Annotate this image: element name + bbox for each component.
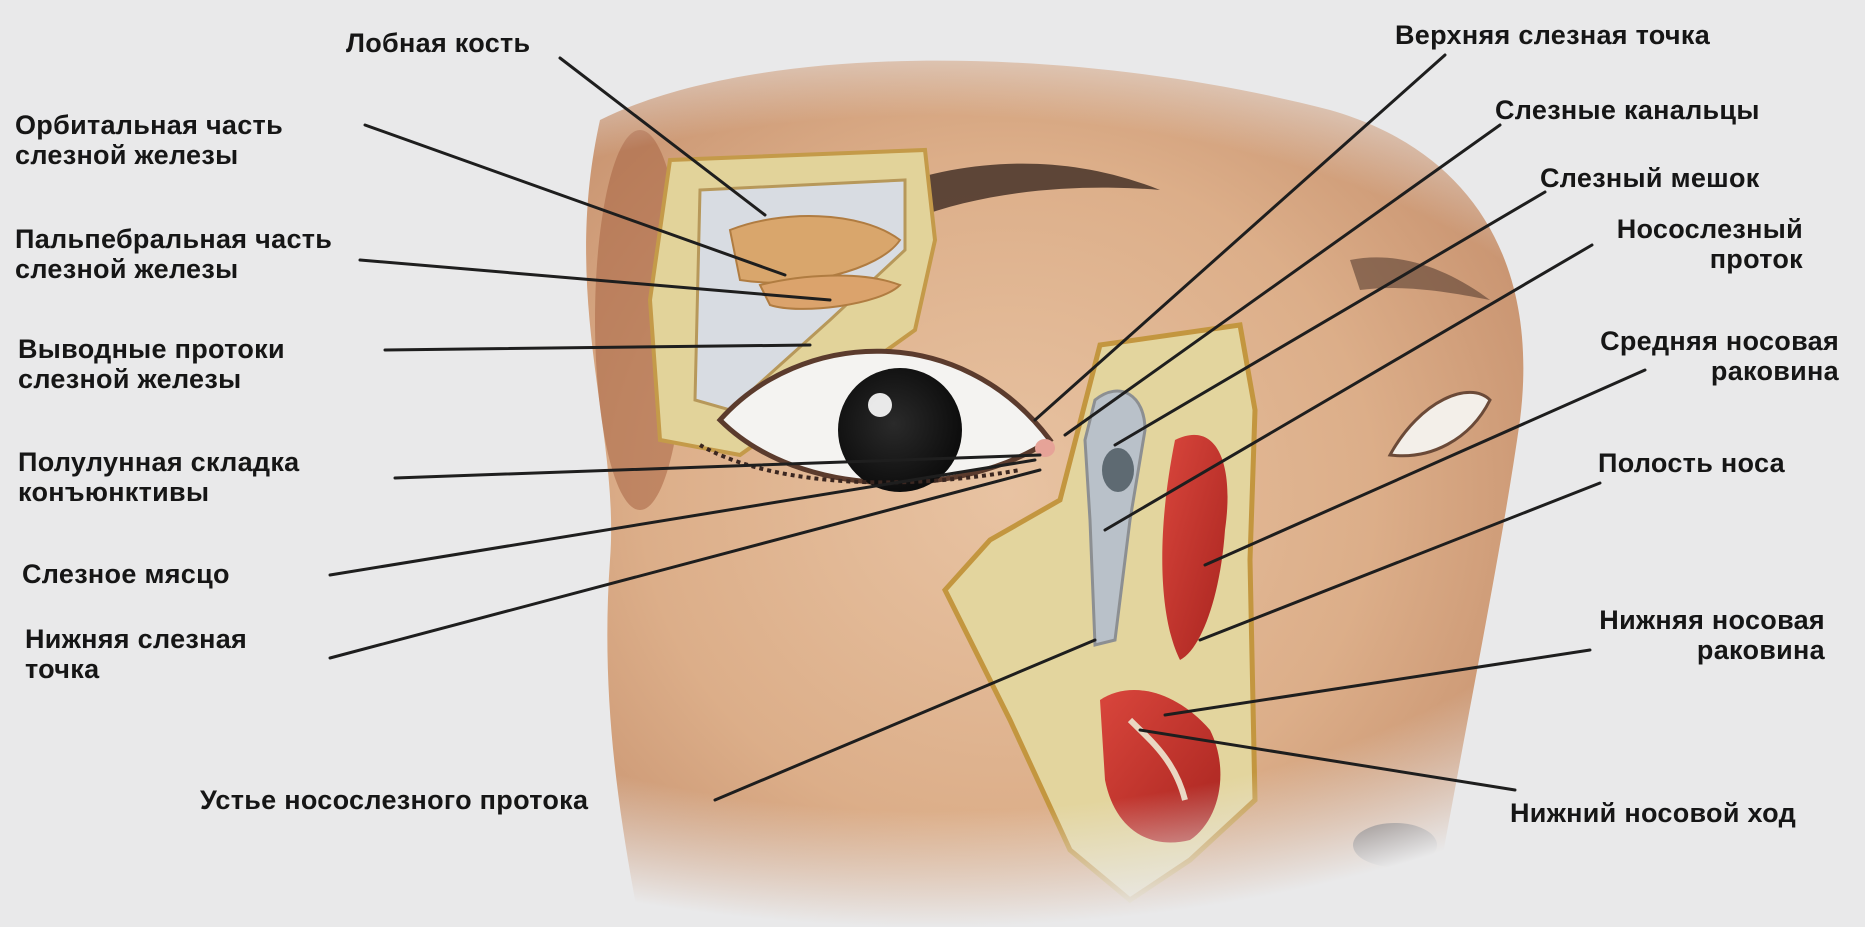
label-sac: Слезный мешок xyxy=(1540,163,1760,193)
label-nasolacrimal-duct: Носослезный проток xyxy=(1617,214,1803,274)
label-lower-punctum: Нижняя слезная точка xyxy=(25,624,247,684)
label-upper-punctum: Верхняя слезная точка xyxy=(1395,20,1710,50)
label-palpebral-part: Пальпебральная часть слезной железы xyxy=(15,224,332,284)
label-inferior-meatus: Нижний носовой ход xyxy=(1510,798,1796,828)
label-orbital-part: Орбитальная часть слезной железы xyxy=(15,110,283,170)
label-lacrimal-caruncle: Слезное мясцо xyxy=(22,559,230,589)
label-nasal-cavity: Полость носа xyxy=(1598,448,1785,478)
label-canaliculi: Слезные канальцы xyxy=(1495,95,1760,125)
label-semilunar-fold: Полулунная складка конъюнктивы xyxy=(18,447,299,507)
label-excretory-ducts: Выводные протоки слезной железы xyxy=(18,334,285,394)
label-frontal-bone: Лобная кость xyxy=(346,28,530,58)
label-duct-orifice: Устье носослезного протока xyxy=(200,785,588,815)
label-inferior-concha: Нижняя носовая раковина xyxy=(1599,605,1825,665)
label-middle-concha: Средняя носовая раковина xyxy=(1600,326,1839,386)
